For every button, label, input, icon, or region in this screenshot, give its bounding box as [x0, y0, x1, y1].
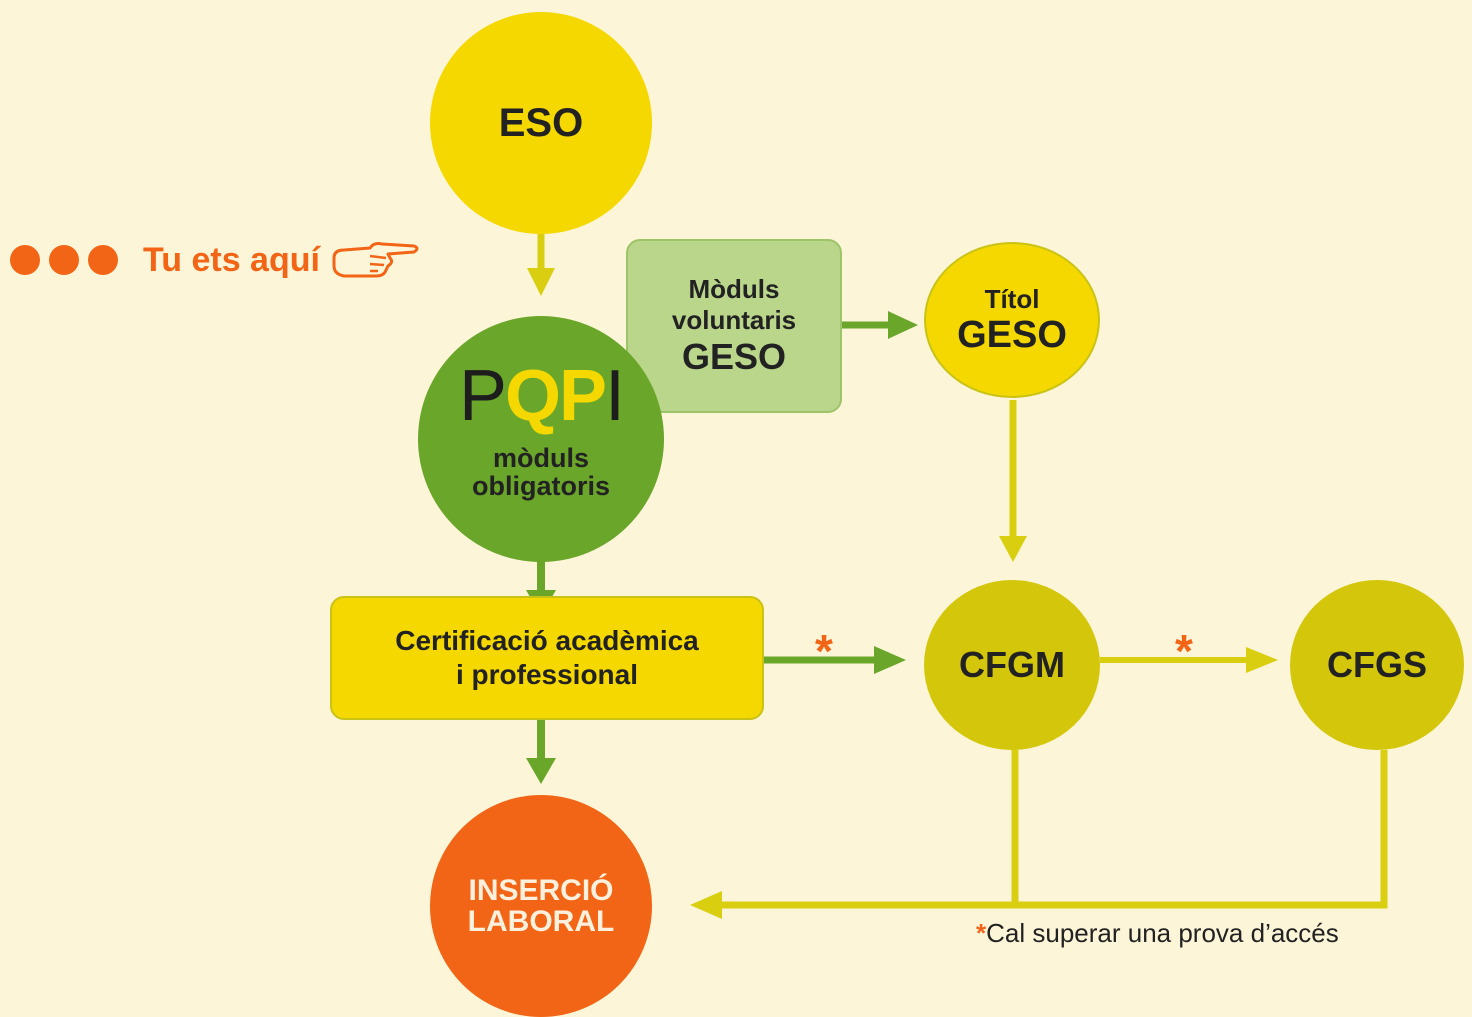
- asterisk-cert-cfgm: *: [815, 625, 833, 677]
- titol-geso-node: Títol GESO: [924, 242, 1100, 398]
- voluntaris-line3: GESO: [681, 336, 787, 378]
- voluntaris-line2: voluntaris: [671, 305, 797, 336]
- arrow-cert-to-cfgm: [764, 646, 906, 674]
- cfgs-node: CFGS: [1290, 580, 1464, 750]
- footnote-text: Cal superar una prova d’accés: [986, 918, 1339, 948]
- you-are-here-label: Tu ets aquí: [143, 240, 320, 279]
- footnote: *Cal superar una prova d’accés: [976, 918, 1339, 949]
- titol-line1: Títol: [984, 283, 1040, 314]
- dot-icon: [49, 245, 79, 275]
- cfgm-node: CFGM: [924, 580, 1100, 750]
- eso-label: ESO: [498, 101, 584, 145]
- dot-icon: [10, 245, 40, 275]
- asterisk-cfgm-cfgs: *: [1175, 625, 1193, 677]
- voluntaris-line1: Mòduls: [688, 274, 780, 305]
- pqpi-node: PQPI mòduls obligatoris: [418, 316, 664, 562]
- cert-line1: Certificació acadèmica: [395, 625, 699, 657]
- arrow-titol-to-cfgm: [999, 400, 1027, 562]
- cfgm-label: CFGM: [959, 644, 1065, 686]
- insercio-laboral-node: INSERCIÓ LABORAL: [430, 795, 652, 1017]
- insercio-line2: LABORAL: [467, 905, 615, 938]
- arrow-cert-to-insercio: [526, 720, 556, 784]
- you-are-here: Tu ets aquí: [10, 238, 422, 282]
- hand-pointing-icon: [332, 242, 419, 278]
- arrow-eso-to-pqpi: [527, 234, 555, 296]
- moduls-voluntaris-node: Mòduls voluntaris GESO: [626, 239, 842, 413]
- arrow-cfgm-to-cfgs: [1100, 647, 1278, 673]
- eso-node: ESO: [430, 12, 652, 234]
- insercio-line1: INSERCIÓ: [468, 873, 614, 907]
- pqpi-label: mòduls obligatoris: [471, 442, 610, 501]
- cert-line2: i professional: [455, 659, 639, 690]
- cfgs-label: CFGS: [1326, 644, 1427, 686]
- arrow-voluntaris-to-titol: [842, 311, 918, 339]
- certificacio-node: Certificació acadèmica i professional: [330, 596, 764, 720]
- titol-line2: GESO: [957, 313, 1067, 356]
- footnote-star: *: [976, 918, 987, 948]
- pqpi-logo: PQPI: [458, 355, 625, 436]
- arrow-cfg-to-insercio: [690, 750, 1388, 919]
- dot-icon: [88, 245, 118, 275]
